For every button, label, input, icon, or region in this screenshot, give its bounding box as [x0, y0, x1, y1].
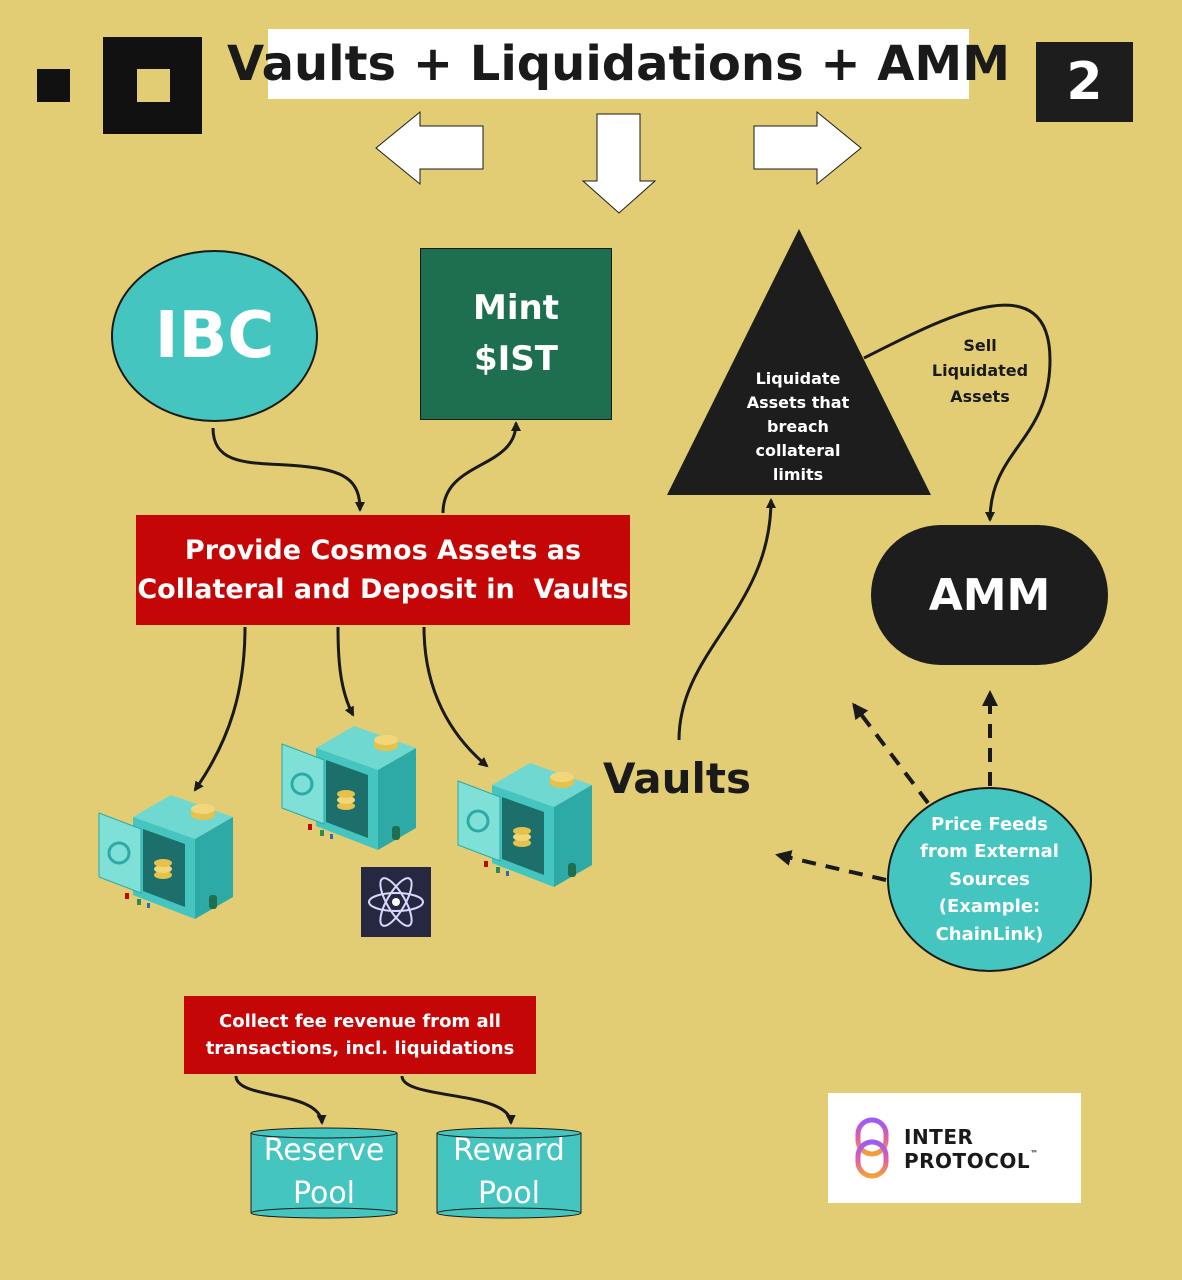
provide-to-vault1-arrow: [193, 626, 247, 792]
price-to-vaults-dashed-arrow: [775, 850, 887, 882]
sell-line: Liquidated: [931, 361, 1029, 381]
provide-label-line1: Provide Cosmos Assets as: [184, 534, 582, 566]
price-line: (Example:: [938, 896, 1041, 918]
right-arrow: [753, 110, 862, 186]
ibc-node: IBC: [111, 250, 318, 422]
sell-line: Assets: [950, 386, 1010, 406]
sell-line: Sell: [963, 335, 997, 355]
sell-liquidated-label: Sell Liquidated Assets: [916, 332, 1044, 410]
price-feeds-node: Price Feeds from External Sources (Examp…: [887, 787, 1092, 972]
price-to-triangle-dashed-arrow: [852, 702, 930, 805]
provide-collateral-node: Provide Cosmos Assets as Collateral and …: [136, 515, 630, 625]
vaults-to-liquidate-arrow: [677, 498, 776, 741]
liquidate-line: Assets that: [746, 393, 850, 412]
logo-wordmark: INTER PROTOCOL™: [904, 1125, 1072, 1175]
page-title-text: Vaults + Liquidations + AMM: [227, 36, 1010, 92]
logo-line1: INTER: [904, 1125, 974, 1149]
price-line: Sources: [949, 868, 1030, 890]
reward-line: Reward: [453, 1132, 565, 1168]
liquidate-line: Liquidate: [755, 369, 841, 388]
reserve-line: Pool: [292, 1176, 356, 1211]
vault-icon: [97, 793, 235, 921]
reward-pool-cylinder: [436, 1127, 582, 1219]
price-line: Price Feeds: [931, 814, 1048, 836]
fee-revenue-node: Collect fee revenue from all transaction…: [184, 996, 536, 1074]
cosmos-atom-icon: [361, 867, 431, 937]
reward-pool-label: Reward Pool: [437, 1129, 581, 1215]
page-number-text: 2: [1066, 52, 1103, 112]
liquidate-label: Liquidate Assets that breach collateral …: [728, 366, 868, 488]
provide-label-line2: Collateral and Deposit in Vaults: [137, 574, 629, 605]
amm-label: AMM: [928, 569, 1051, 621]
vault-icon: [456, 761, 594, 889]
ibc-label: IBC: [154, 299, 275, 373]
liquidate-triangle: [667, 229, 931, 495]
logo-line2: PROTOCOL™: [904, 1149, 1072, 1173]
price-line: from External: [920, 841, 1059, 863]
provide-to-mint-arrow: [441, 421, 521, 514]
reserve-pool-cylinder: [250, 1127, 398, 1219]
reserve-pool-label: Reserve Pool: [251, 1129, 397, 1215]
left-arrow: [375, 110, 484, 186]
logo-trademark: ™: [1030, 1149, 1039, 1159]
vaults-label-text: Vaults: [603, 753, 751, 803]
brand-squares-icon: [37, 37, 202, 134]
fee-label-line1: Collect fee revenue from all: [219, 1011, 501, 1032]
provide-to-vault2-arrow: [336, 626, 355, 717]
liquidate-line: limits: [772, 465, 824, 484]
amm-node: AMM: [871, 525, 1108, 665]
down-arrow: [581, 113, 657, 214]
page-number-badge: 2: [1036, 42, 1133, 122]
vaults-label: Vaults: [603, 750, 751, 806]
mint-ist-node: Mint $IST: [420, 248, 612, 420]
reward-line: Pool: [477, 1176, 541, 1211]
fee-label-line2: transactions, incl. liquidations: [205, 1038, 515, 1059]
fee-to-reserve-arrow: [234, 1075, 327, 1125]
ibc-to-provide-arrow: [211, 427, 365, 512]
page-title: Vaults + Liquidations + AMM: [227, 29, 1010, 99]
vault-icon: [280, 724, 418, 852]
mint-label-line1: Mint: [473, 288, 559, 328]
price-line: ChainLink): [935, 923, 1044, 945]
reserve-line: Reserve: [263, 1132, 385, 1168]
logo-line2-text: PROTOCOL: [904, 1149, 1031, 1174]
liquidate-line: breach: [767, 417, 829, 436]
liquidate-line: collateral: [755, 441, 841, 460]
provide-to-vault3-arrow: [422, 626, 489, 768]
liquidate-to-amm-arrow: [863, 303, 1052, 522]
mint-label-line2: $IST: [473, 339, 558, 379]
fee-to-reward-arrow: [400, 1075, 516, 1125]
